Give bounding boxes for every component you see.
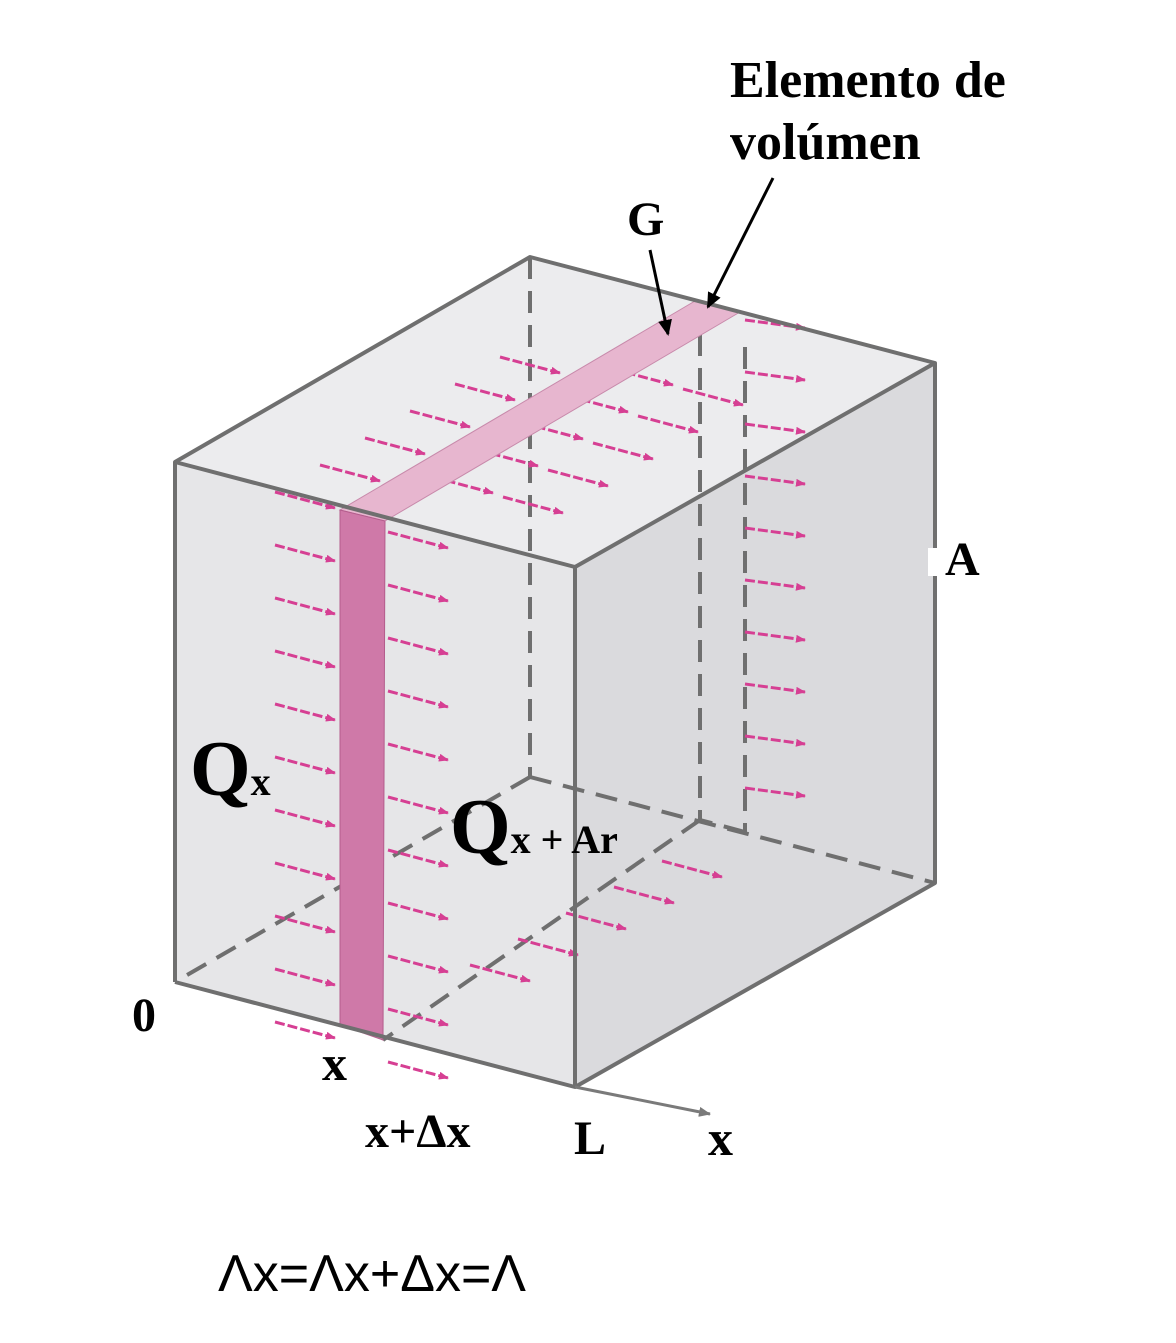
heat-flux-arrow	[274, 702, 336, 722]
heat-flux-arrow	[744, 578, 806, 591]
heat-flux-arrow	[522, 421, 584, 441]
heat-flux-arrow	[409, 409, 471, 429]
heat-flux-arrow	[274, 1020, 336, 1040]
heat-flux-arrow	[637, 414, 699, 434]
q-inflow-symbol: Q	[190, 725, 251, 812]
volume-element-front	[339, 509, 386, 1041]
q-outflow-symbol: Q	[450, 783, 511, 870]
heat-flux-arrow	[469, 963, 531, 983]
a-label: A	[945, 533, 980, 586]
origin-label: 0	[132, 989, 156, 1042]
heat-flux-arrow	[274, 490, 336, 510]
q-inflow-label: Qx	[190, 730, 271, 808]
x-plus-dx-label: x+Δx	[365, 1105, 471, 1158]
heat-flux-arrow	[274, 861, 336, 881]
heat-flux-arrow	[477, 448, 539, 468]
heat-flux-arrow	[744, 422, 806, 435]
heat-flux-arrow	[387, 689, 449, 709]
l-label: L	[574, 1112, 607, 1165]
heat-flux-arrow	[517, 937, 579, 957]
heat-flux-arrow	[502, 495, 564, 515]
heat-flux-arrow	[499, 355, 561, 375]
volume-element-label-line1: Elemento de	[730, 52, 1006, 109]
x-axis-arrow	[574, 1085, 711, 1117]
a-label-gap	[928, 548, 942, 576]
volume-element-label: Elemento de volúmen	[730, 50, 1006, 174]
heat-flux-arrow	[274, 755, 336, 775]
g-label: G	[627, 193, 665, 246]
heat-flux-arrow	[432, 475, 494, 495]
heat-flux-arrow	[274, 543, 336, 563]
heat-flux-arrow	[387, 848, 449, 868]
heat-flux-arrow	[274, 914, 336, 934]
heat-flux-arrow	[387, 636, 449, 656]
heat-flux-arrow	[744, 474, 806, 487]
heat-flux-arrow	[744, 734, 806, 747]
box-right-face	[575, 363, 935, 1087]
volume-element-label-line2: volúmen	[730, 114, 921, 171]
heat-flux-arrow	[274, 808, 336, 828]
heat-flux-arrow	[454, 382, 516, 402]
heat-flux-arrow	[565, 911, 627, 931]
heat-flux-arrow	[744, 630, 806, 643]
heat-flux-arrow	[387, 1007, 449, 1027]
x-axis-label: x	[708, 1110, 733, 1166]
heat-flux-arrow	[612, 367, 674, 387]
heat-flux-arrow	[387, 1060, 449, 1080]
heat-flux-arrow	[274, 649, 336, 669]
heat-flux-arrow	[744, 786, 806, 799]
heat-flux-arrow	[387, 795, 449, 815]
heat-flux-arrow	[567, 394, 629, 414]
g-pointer-arrow	[648, 249, 672, 336]
heat-flux-arrow	[661, 859, 723, 879]
heat-flux-arrow	[744, 370, 806, 383]
heat-flux-arrow	[274, 596, 336, 616]
heat-flux-arrow	[613, 885, 675, 905]
heat-flux-arrow	[364, 436, 426, 456]
heat-flux-arrow	[744, 318, 806, 331]
heat-flux-arrow	[744, 526, 806, 539]
heat-flux-arrow	[387, 583, 449, 603]
heat-flux-arrow	[592, 441, 654, 461]
heat-flux-arrow	[387, 530, 449, 550]
x-position-label: x	[322, 1035, 347, 1091]
q-outflow-label: Qx + Ar	[450, 788, 618, 866]
heat-flux-arrow	[387, 954, 449, 974]
q-outflow-subscript: x + Ar	[510, 817, 618, 862]
heat-flux-arrow	[682, 387, 744, 407]
heat-flux-arrow	[547, 468, 609, 488]
heat-flux-arrow	[387, 742, 449, 762]
flux-equation: Λx=Λx+Δx=Λ	[218, 1245, 527, 1303]
element-pointer-arrow	[706, 177, 775, 309]
heat-flux-arrow	[274, 967, 336, 987]
heat-flux-arrow	[319, 463, 381, 483]
heat-flux-arrows	[274, 318, 806, 1080]
heat-flux-arrow	[744, 682, 806, 695]
heat-flux-arrow	[387, 901, 449, 921]
q-inflow-subscript: x	[250, 759, 271, 804]
